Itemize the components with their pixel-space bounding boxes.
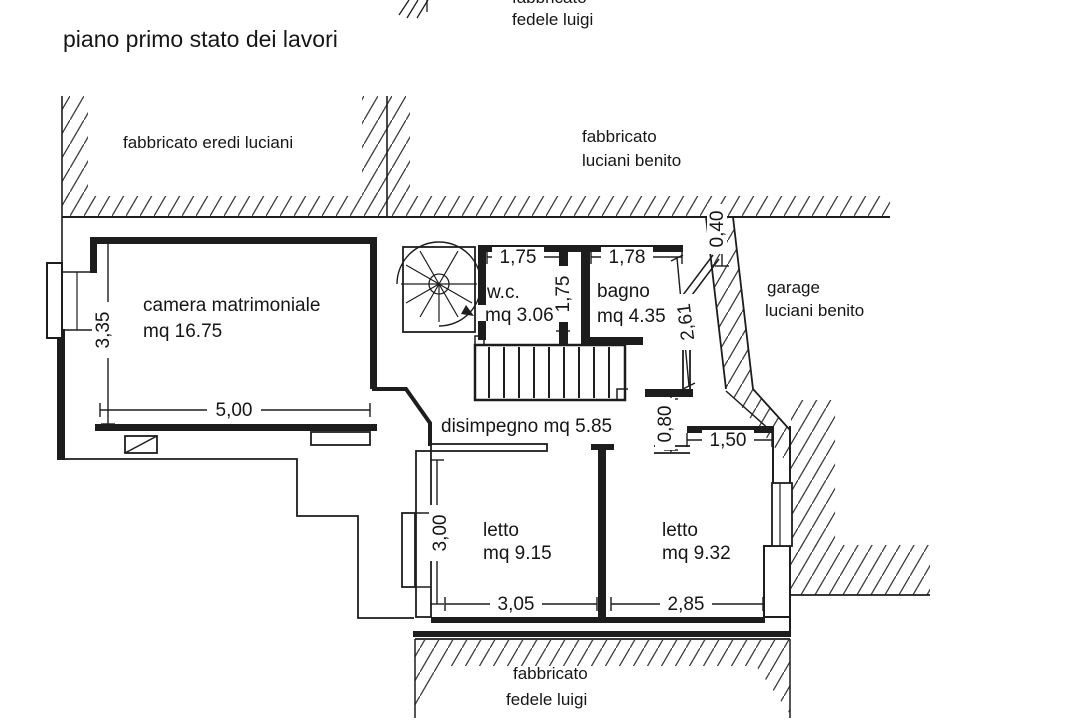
windows	[46, 262, 793, 588]
dim-bagno-width: 1,78	[609, 247, 646, 268]
room-area-wc: mq 3.06	[485, 305, 554, 326]
chamfer-pillar	[372, 387, 432, 446]
boundary-hatching	[61, 0, 930, 718]
neighbor-top-right-label-1: fabbricato	[582, 127, 657, 146]
dim-letto-dx-width: 2,85	[668, 594, 705, 615]
dim-camera-width: 5,00	[216, 400, 253, 421]
dim-letto-sx-height: 3,00	[430, 515, 451, 552]
room-area-camera: mq 16.75	[143, 321, 222, 342]
vent-symbol	[124, 435, 158, 454]
room-label-camera: camera matrimoniale	[143, 295, 320, 316]
dim-garage-wall: 0,40	[707, 211, 728, 248]
dim-door: 0,80	[655, 406, 676, 443]
neighbor-bottom-label-2: fedele luigi	[506, 690, 587, 709]
neighbor-top-right-label-2: luciani benito	[582, 151, 681, 170]
neighbor-bottom-label-1: fabbricato	[513, 664, 588, 683]
dimension-text-backgrounds	[92, 204, 754, 614]
page-title: piano primo stato dei lavori	[63, 26, 338, 52]
door-diagonal	[688, 258, 720, 300]
room-label-wc: w.c.	[486, 282, 520, 303]
door-camera-south	[310, 431, 371, 446]
dim-camera-height: 3,35	[93, 312, 114, 349]
room-label-letto-dx: letto	[662, 520, 698, 541]
garage-label-1: garage	[767, 278, 820, 297]
spiral-spokes	[401, 250, 477, 322]
window-camera	[46, 262, 95, 339]
dim-bagno-wall: 2,61	[674, 302, 699, 341]
window-letto-sx	[401, 512, 431, 588]
stair-treads	[488, 347, 610, 398]
room-label-letto-sx: letto	[483, 520, 519, 541]
clipped-wall-fragment	[398, 0, 429, 19]
dim-wc-width: 1,75	[500, 247, 537, 268]
neighbor-top-clipped-label: fabbricato	[512, 0, 587, 7]
room-area-letto-sx: mq 9.15	[483, 543, 552, 564]
dimension-labels: 5,00 3,35 1,75 1,75 1,78 2,61 0,40 0,80 …	[93, 211, 746, 615]
room-label-bagno: bagno	[597, 281, 650, 302]
garage-label-2: luciani benito	[765, 301, 864, 320]
neighbor-top-left-label: fabbricato eredi luciani	[123, 133, 293, 152]
dim-letto-sx-width: 3,05	[498, 594, 535, 615]
dim-letto-dx-top: 1,50	[710, 430, 747, 451]
spiral-arrow	[461, 305, 474, 316]
dim-wc-height: 1,75	[553, 276, 574, 313]
door-diagonal	[682, 254, 714, 296]
room-label-disimpegno: disimpegno mq 5.85	[441, 416, 612, 437]
room-area-letto-dx: mq 9.32	[662, 543, 731, 564]
spiral-stair	[396, 241, 482, 333]
neighbor-top-label: fedele luigi	[512, 10, 593, 29]
straight-stair	[473, 335, 628, 402]
window-letto-dx	[771, 482, 793, 547]
room-area-bagno: mq 4.35	[597, 306, 666, 327]
